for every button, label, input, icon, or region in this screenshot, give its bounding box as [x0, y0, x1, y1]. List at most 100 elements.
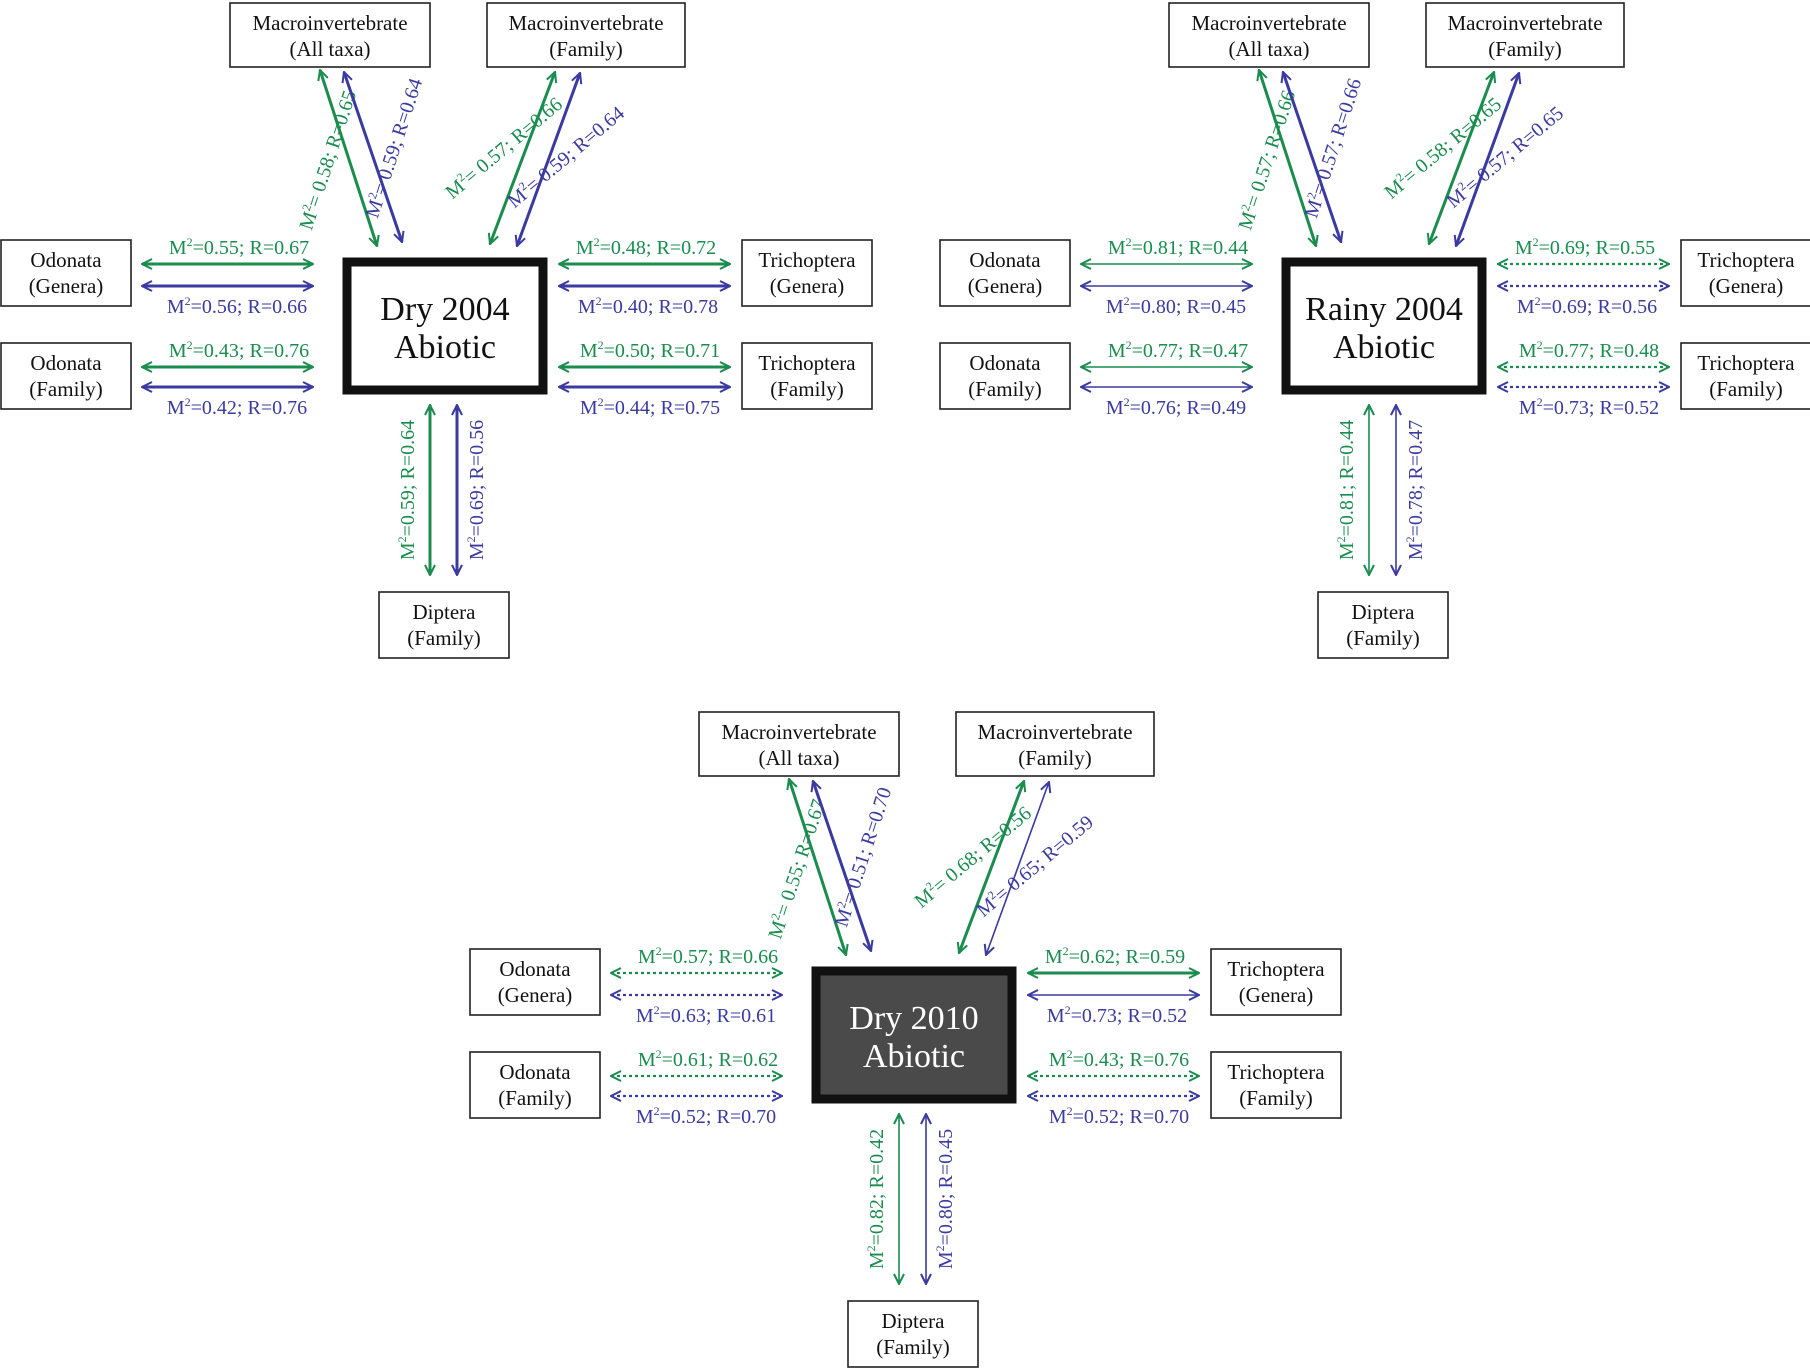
node-name: Trichoptera	[758, 351, 856, 375]
node-level: (Genera)	[498, 983, 573, 1007]
node-frame	[698, 711, 900, 777]
label-dip-fam-blue: M2=0.78; R=0.47	[1403, 420, 1427, 560]
node-level: (Family)	[770, 377, 844, 401]
center-box-frame	[1281, 257, 1487, 395]
label-odo-fam-green: M2=0.77; R=0.47	[1108, 338, 1248, 362]
node-name: Macroinvertebrate	[721, 720, 876, 744]
node-frame	[0, 239, 132, 307]
node-frame	[741, 342, 873, 410]
label-odo-gen-blue: M2=0.80; R=0.45	[1106, 294, 1246, 318]
node-macro-fam: Macroinvertebrate(Family)	[1425, 2, 1625, 68]
node-macro-fam: Macroinvertebrate(Family)	[955, 711, 1155, 777]
node-macro-all: Macroinvertebrate(All taxa)	[698, 711, 900, 777]
node-name: Odonata	[969, 248, 1041, 272]
node-frame	[939, 239, 1071, 307]
arrow-macro-fam-blue	[986, 782, 1049, 955]
node-odo-gen: Odonata(Genera)	[939, 239, 1071, 307]
node-name: Macroinvertebrate	[1447, 11, 1602, 35]
node-odo-fam: Odonata(Family)	[0, 342, 132, 410]
center-subtitle: Abiotic	[1333, 329, 1435, 366]
node-name: Trichoptera	[1227, 1060, 1325, 1084]
node-level: (Genera)	[1709, 274, 1784, 298]
label-odo-gen-blue: M2=0.63; R=0.61	[636, 1003, 776, 1027]
node-name: Odonata	[499, 957, 571, 981]
label-dip-fam-green: M2=0.81; R=0.44	[1334, 420, 1358, 560]
node-odo-fam: Odonata(Family)	[939, 342, 1071, 410]
node-frame	[847, 1300, 979, 1368]
node-name: Diptera	[1352, 600, 1416, 624]
node-odo-gen: Odonata(Genera)	[0, 239, 132, 307]
label-odo-gen-green: M2=0.57; R=0.66	[638, 944, 778, 968]
node-level: (Family)	[407, 626, 481, 650]
node-dip-fam: Diptera(Family)	[1317, 591, 1449, 659]
node-frame	[0, 342, 132, 410]
label-macro-all-green: M2= 0.57; R=0.66	[1232, 87, 1300, 233]
label-odo-gen-blue: M2=0.56; R=0.66	[167, 294, 307, 318]
label-dip-fam-blue: M2=0.69; R=0.56	[464, 420, 488, 560]
label-odo-fam-blue: M2=0.76; R=0.49	[1106, 395, 1246, 419]
node-frame	[1210, 1051, 1342, 1119]
label-dip-fam-green: M2=0.59; R=0.64	[395, 420, 419, 560]
node-frame	[955, 711, 1155, 777]
node-dip-fam: Diptera(Family)	[378, 591, 510, 659]
node-name: Diptera	[882, 1309, 946, 1333]
node-level: (Family)	[876, 1335, 950, 1359]
node-name: Trichoptera	[1697, 248, 1795, 272]
node-frame	[229, 2, 431, 68]
node-level: (Family)	[968, 377, 1042, 401]
label-tri-fam-green: M2=0.50; R=0.71	[580, 338, 720, 362]
center-title: Dry 2004	[380, 291, 509, 328]
node-tri-gen: Trichoptera(Genera)	[1210, 948, 1342, 1016]
center-title: Rainy 2004	[1305, 291, 1463, 328]
arrow-macro-fam-blue	[517, 73, 580, 246]
node-frame	[378, 591, 510, 659]
label-tri-gen-blue: M2=0.69; R=0.56	[1517, 294, 1657, 318]
label-dip-fam-blue: M2=0.80; R=0.45	[933, 1129, 957, 1269]
label-tri-fam-blue: M2=0.52; R=0.70	[1049, 1104, 1189, 1128]
node-level: (Family)	[1346, 626, 1420, 650]
node-level: (All taxa)	[1228, 37, 1309, 61]
node-name: Diptera	[413, 600, 477, 624]
node-name: Trichoptera	[758, 248, 856, 272]
node-name: Trichoptera	[1697, 351, 1795, 375]
label-odo-fam-green: M2=0.43; R=0.76	[169, 338, 309, 362]
node-name: Odonata	[30, 248, 102, 272]
node-name: Trichoptera	[1227, 957, 1325, 981]
node-name: Macroinvertebrate	[977, 720, 1132, 744]
node-tri-fam: Trichoptera(Family)	[1210, 1051, 1342, 1119]
node-macro-all: Macroinvertebrate(All taxa)	[229, 2, 431, 68]
node-level: (Genera)	[770, 274, 845, 298]
center-subtitle: Abiotic	[394, 329, 496, 366]
node-level: (Family)	[1488, 37, 1562, 61]
node-frame	[1317, 591, 1449, 659]
arrow-macro-all-blue	[344, 72, 402, 242]
node-frame	[1210, 948, 1342, 1016]
node-macro-all: Macroinvertebrate(All taxa)	[1168, 2, 1370, 68]
node-frame	[1425, 2, 1625, 68]
node-frame	[939, 342, 1071, 410]
arrow-macro-all-blue	[813, 781, 871, 951]
node-frame	[469, 948, 601, 1016]
node-tri-gen: Trichoptera(Genera)	[1680, 239, 1810, 307]
node-level: (Family)	[1709, 377, 1783, 401]
node-level: (Family)	[549, 37, 623, 61]
node-name: Macroinvertebrate	[252, 11, 407, 35]
node-level: (All taxa)	[758, 746, 839, 770]
label-tri-gen-blue: M2=0.73; R=0.52	[1047, 1003, 1187, 1027]
node-frame	[741, 239, 873, 307]
node-name: Macroinvertebrate	[508, 11, 663, 35]
node-frame	[1680, 239, 1810, 307]
label-macro-fam-blue: M2= 0.57; R=0.65	[1441, 101, 1568, 213]
label-tri-gen-green: M2=0.48; R=0.72	[576, 235, 716, 259]
label-tri-fam-blue: M2=0.73; R=0.52	[1519, 395, 1659, 419]
arrow-macro-all-blue	[1283, 72, 1341, 242]
node-tri-fam: Trichoptera(Family)	[741, 342, 873, 410]
label-macro-all-green: M2= 0.55; R=0.67	[762, 796, 830, 942]
label-tri-gen-green: M2=0.62; R=0.59	[1045, 944, 1185, 968]
label-tri-gen-green: M2=0.69; R=0.55	[1515, 235, 1655, 259]
